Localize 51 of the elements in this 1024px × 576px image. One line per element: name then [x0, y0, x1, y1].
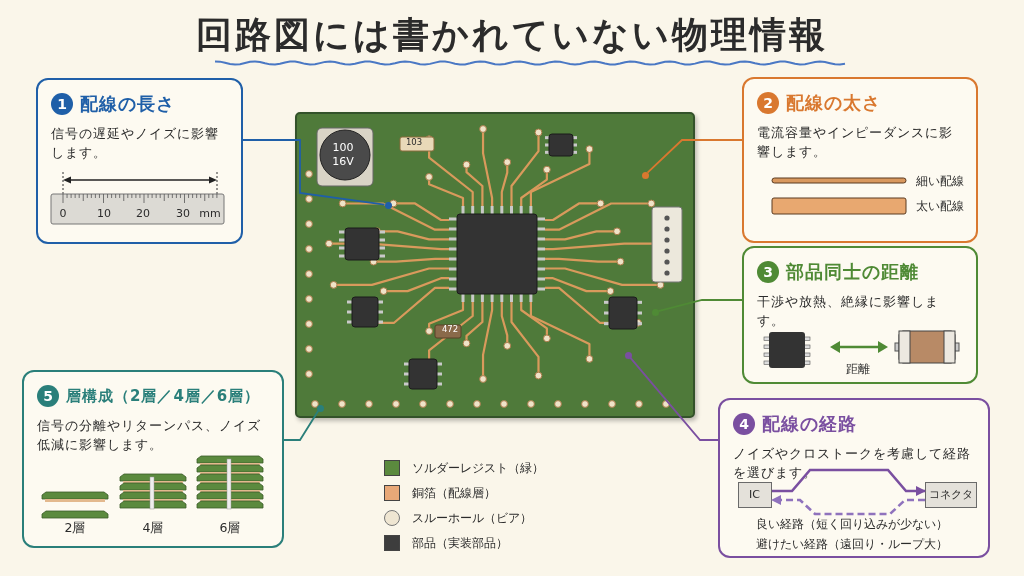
- leader-line: [629, 356, 719, 441]
- component-marking: 100: [332, 140, 354, 154]
- title: 回路図には書かれていない物理情報: [195, 13, 829, 57]
- leader-line: [283, 410, 320, 441]
- leader-line: [657, 299, 743, 313]
- number-badge: 2: [757, 92, 779, 114]
- leader-dot: [624, 351, 632, 359]
- number-badge: 4: [733, 413, 755, 435]
- scale-number: 20: [136, 206, 150, 220]
- leader-dot: [641, 171, 649, 179]
- component-marking: 16V: [332, 154, 354, 168]
- panel-description: 信号の遅延やノイズに影響します。: [51, 125, 220, 163]
- arrow: [771, 495, 925, 516]
- layer-caption: 6層: [219, 519, 241, 537]
- panel-description: 信号の分離やリターンパス、ノイズ低減に影響します。: [37, 417, 262, 455]
- leader-line: [646, 139, 743, 174]
- trace-caption: 細い配線: [916, 172, 964, 190]
- info-panel: [718, 398, 990, 558]
- legend-label: ソルダーレジスト（緑）: [412, 460, 544, 477]
- scale-number: 0: [59, 206, 67, 220]
- panel-description: 電流容量やインピーダンスに影響します。: [757, 124, 954, 162]
- legend-label: スルーホール（ビア）: [412, 510, 532, 527]
- number-badge: 1: [51, 93, 73, 115]
- arrow: [772, 468, 926, 496]
- info-panel: [742, 77, 978, 243]
- panel-heading: 配線の長さ: [80, 92, 175, 116]
- panel-heading: 層構成（2層／4層／6層）: [66, 386, 261, 406]
- leader-dot: [384, 201, 392, 209]
- number-badge: 5: [37, 385, 59, 407]
- panel-heading: 部品同士の距離: [786, 260, 919, 284]
- trace-caption: 太い配線: [916, 197, 964, 215]
- unit-label: mm: [199, 206, 221, 220]
- number-badge: 3: [757, 261, 779, 283]
- leader-line: [242, 139, 386, 206]
- layer-caption: 2層: [64, 519, 86, 537]
- component-box: IC: [737, 481, 772, 508]
- panel-heading: 配線の経路: [762, 412, 857, 436]
- distance-label: 距離: [846, 360, 870, 378]
- component-box: コネクタ: [924, 481, 977, 508]
- panel-description: 干渉や放熱、絶縁に影響します。: [757, 293, 940, 331]
- legend-label: 部品（実装部品）: [412, 535, 508, 552]
- panel-heading: 配線の太さ: [786, 91, 881, 115]
- legend-label: 銅箔（配線層）: [412, 485, 496, 502]
- component-marking: 472: [441, 324, 459, 334]
- leader-dot: [316, 404, 324, 412]
- route-caption: 良い経路（短く回り込みが少ない）: [756, 515, 948, 533]
- scale-number: 30: [176, 206, 190, 220]
- layer-caption: 4層: [142, 519, 164, 537]
- component-marking: 103: [405, 137, 423, 147]
- scale-number: 10: [97, 206, 111, 220]
- route-caption: 避けたい経路（遠回り・ループ大）: [756, 535, 948, 553]
